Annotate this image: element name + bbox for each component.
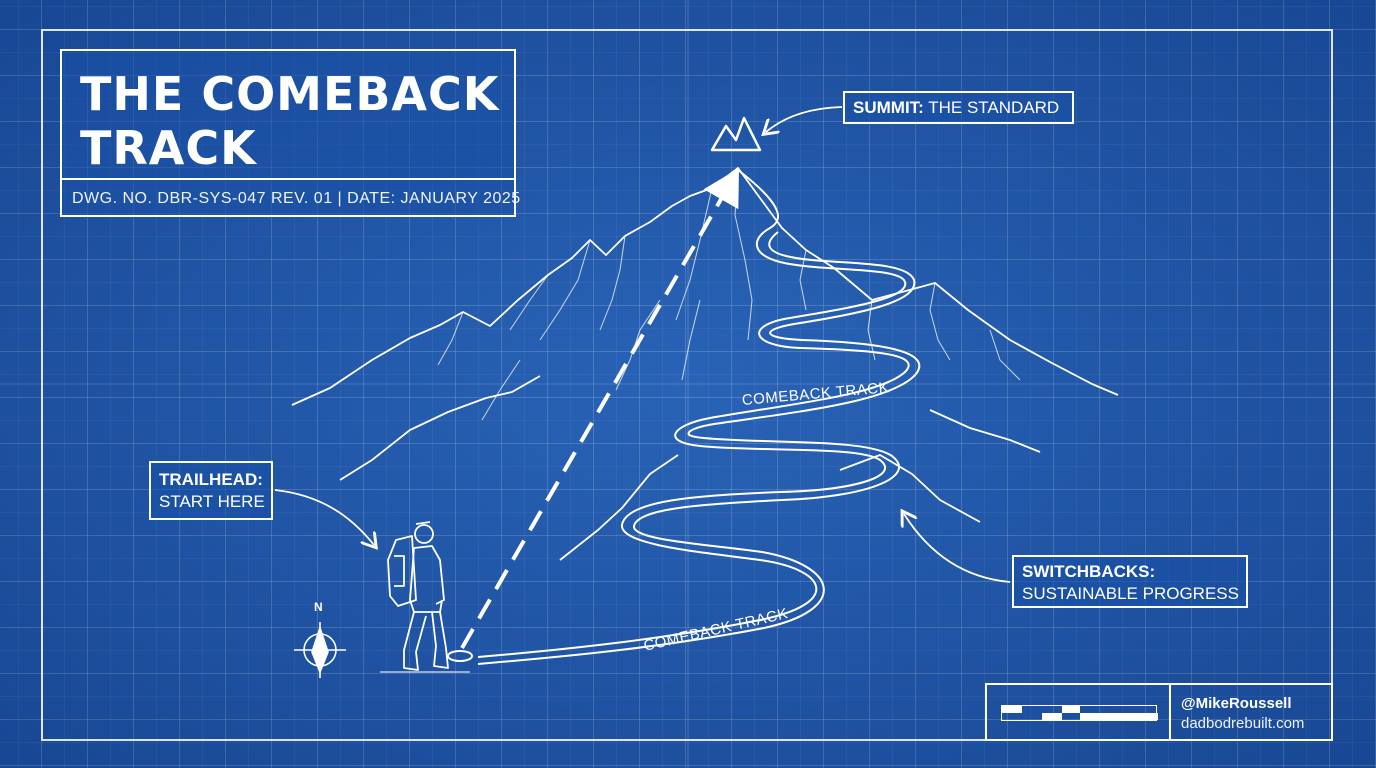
paper-fold-horizontal: [0, 383, 1376, 385]
paper-fold-vertical: [687, 0, 689, 768]
switchbacks-callout-text: SUSTAINABLE PROGRESS: [1022, 584, 1239, 603]
author-handle: @MikeRoussell: [1181, 695, 1292, 712]
summit-callout-text: THE STANDARD: [923, 98, 1060, 117]
compass-north-label: N: [314, 600, 323, 614]
footer-title-block: @MikeRoussell dadbodrebuilt.com: [985, 683, 1333, 741]
trailhead-callout-heading: TRAILHEAD:: [159, 470, 263, 489]
summit-callout-heading: SUMMIT:: [853, 98, 924, 117]
switchbacks-callout: SWITCHBACKS: SUSTAINABLE PROGRESS: [1012, 555, 1248, 608]
drawing-number: DWG. NO. DBR-SYS-047 REV. 01 | DATE: JAN…: [72, 190, 521, 207]
title-block: THE COMEBACK TRACK DWG. NO. DBR-SYS-047 …: [60, 49, 520, 217]
compass-rose-icon: [294, 622, 346, 678]
summit-peak-icon: [710, 116, 762, 152]
callout-arrows: [274, 106, 1011, 583]
mountain-range: [291, 167, 1119, 561]
page-title: THE COMEBACK TRACK: [80, 67, 500, 175]
trailhead-callout-text: START HERE: [159, 492, 265, 511]
footer-divider: [1169, 685, 1171, 739]
blueprint-border: [41, 29, 1333, 741]
switchbacks-callout-heading: SWITCHBACKS:: [1022, 562, 1156, 581]
hiker-figure-icon: [380, 521, 470, 673]
direct-route-dashed-line: [460, 168, 739, 649]
scale-bar-icon: [1001, 705, 1158, 721]
summit-callout: SUMMIT: THE STANDARD: [843, 91, 1074, 124]
website-link[interactable]: dadbodrebuilt.com: [1181, 715, 1305, 732]
trailhead-callout: TRAILHEAD: START HERE: [149, 461, 273, 520]
trailhead-marker-icon: [447, 650, 473, 662]
title-divider: [62, 178, 514, 180]
comeback-track-path: [477, 169, 920, 665]
